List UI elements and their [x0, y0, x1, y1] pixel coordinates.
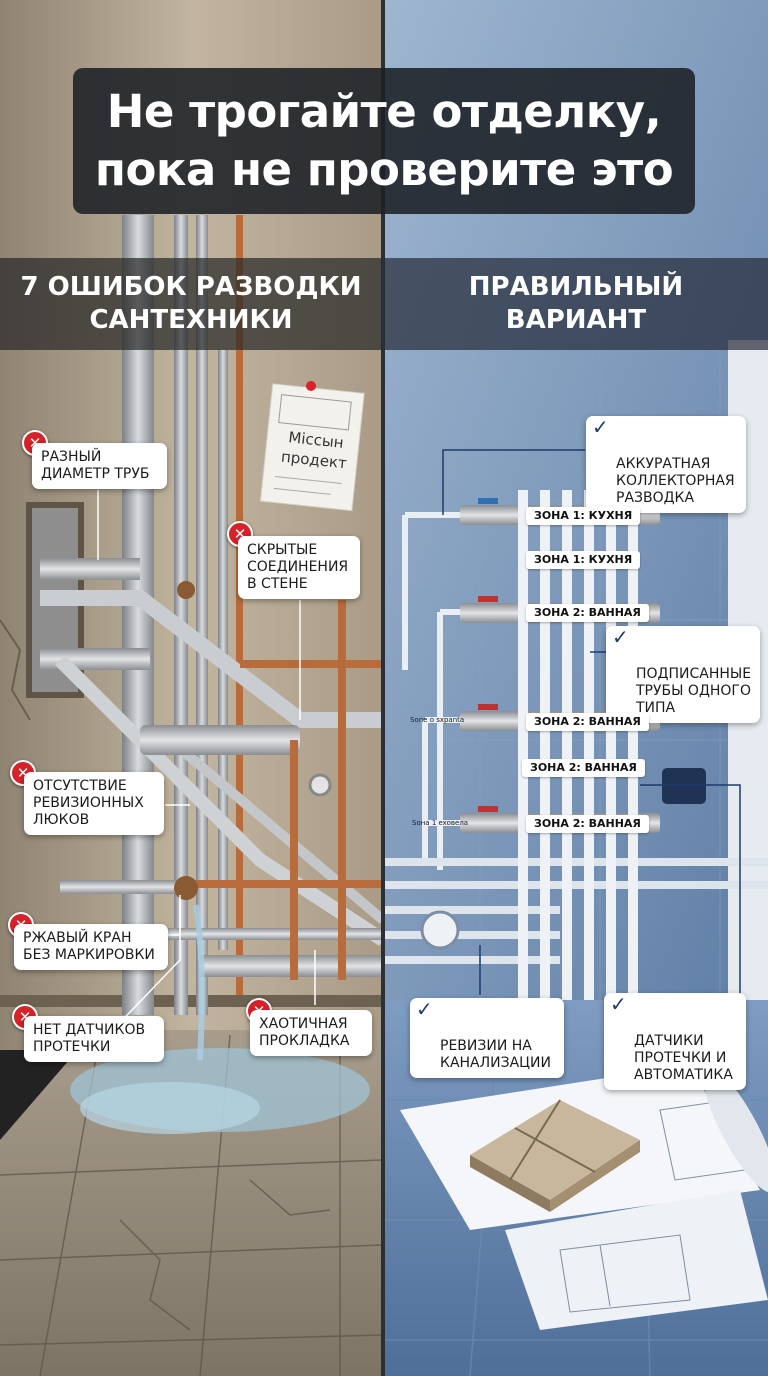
mistake-label-chaotic-routing: ХАОТИЧНАЯ ПРОКЛАДКА [250, 1010, 372, 1056]
zone-tag: ЗОНА 1: КУХНЯ [526, 551, 641, 569]
zone-tag: ЗОНА 2: ВАННАЯ [526, 604, 649, 622]
right-heading: ПРАВИЛЬНЫЙ ВАРИАНТ [384, 258, 768, 350]
zone-tag: ЗОНА 1: КУХНЯ [526, 507, 641, 525]
mistake-label-pipe-diameter: РАЗНЫЙ ДИАМЕТР ТРУБ [32, 443, 167, 489]
mistake-label-no-leak-sensors: НЕТ ДАТЧИКОВ ПРОТЕЧКИ [24, 1016, 164, 1062]
check-icon: ✓ [610, 992, 627, 1016]
good-label-revisions: ✓ РЕВИЗИИ НА КАНАЛИЗАЦИИ [410, 998, 564, 1078]
zone-tag: ЗОНА 2: ВАННАЯ [526, 713, 649, 731]
pipe-tag: Sона 1 exoвела [412, 819, 469, 827]
mistake-label-no-hatches: ОТСУТСТВИЕ РЕВИЗИОННЫХ ЛЮКОВ [24, 772, 164, 835]
zone-tag: ЗОНА 2: ВАННАЯ [526, 815, 649, 833]
good-label-sensors: ✓ ДАТЧИКИ ПРОТЕЧКИ И АВТОМАТИКА [604, 993, 746, 1090]
mistake-label-hidden-joints: СКРЫТЫЕ СОЕДИНЕНИЯ В СТЕНЕ [238, 536, 360, 599]
check-icon: ✓ [612, 625, 629, 649]
zone-tag: ЗОНА 2: ВАННАЯ [522, 759, 645, 777]
pipe-tag: Sone o sxpanta [410, 716, 465, 724]
page-title: Не трогайте отделку, пока не проверите э… [94, 85, 674, 196]
good-label-labeled-pipes: ✓ ПОДПИСАННЫЕ ТРУБЫ ОДНОГО ТИПА [606, 626, 760, 723]
good-label-manifold: ✓ АККУРАТНАЯ КОЛЛЕКТОРНАЯ РАЗВОДКА [586, 416, 746, 513]
title-banner: Не трогайте отделку, пока не проверите э… [73, 68, 695, 214]
mistake-label-rusty-valve: РЖАВЫЙ КРАН БЕЗ МАРКИРОВКИ [14, 924, 168, 970]
check-icon: ✓ [416, 997, 433, 1021]
left-heading: 7 ОШИБОК РАЗВОДКИ САНТЕХНИКИ [0, 258, 382, 350]
check-icon: ✓ [592, 415, 609, 439]
